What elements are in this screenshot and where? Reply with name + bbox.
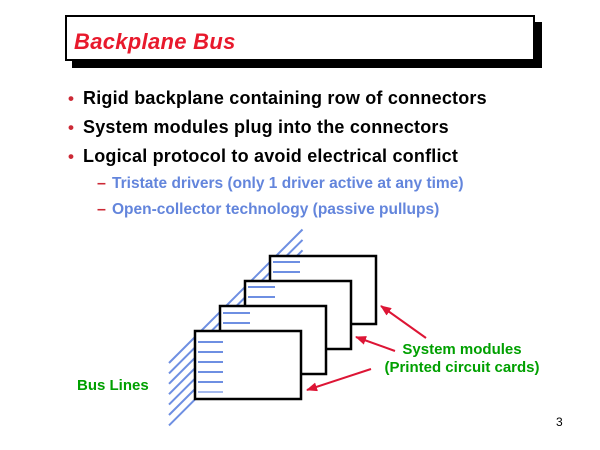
sub-bullet-list: – Tristate drivers (only 1 driver active… (97, 171, 463, 223)
sub-bullet-item: – Open-collector technology (passive pul… (97, 197, 463, 223)
dash-icon: – (97, 175, 106, 192)
bullet-icon: • (68, 88, 75, 108)
bullet-item: • Logical protocol to avoid electrical c… (68, 142, 487, 171)
slide-title: Backplane Bus (74, 29, 236, 54)
bus-lines-label: Bus Lines (77, 377, 149, 394)
dash-icon: – (97, 201, 106, 218)
sub-bullet-text: Tristate drivers (only 1 driver active a… (112, 175, 464, 192)
sub-bullet-item: – Tristate drivers (only 1 driver active… (97, 171, 463, 197)
bus-line (168, 228, 304, 364)
arrow-icon (306, 368, 372, 392)
arrow-icon (380, 305, 427, 339)
bullet-list: • Rigid backplane containing row of conn… (68, 84, 487, 171)
bullet-text: Rigid backplane containing row of connec… (83, 88, 487, 108)
bullet-text: System modules plug into the connectors (83, 117, 449, 137)
system-modules-label-line1: System modules (402, 341, 522, 358)
system-modules-label-line2: (Printed circuit cards) (384, 359, 540, 376)
arrow-icon (355, 336, 396, 352)
bullet-item: • System modules plug into the connector… (68, 113, 487, 142)
bullet-icon: • (68, 117, 75, 137)
module-arrows (306, 305, 427, 392)
bullet-icon: • (68, 146, 75, 166)
bullet-text: Logical protocol to avoid electrical con… (83, 146, 459, 166)
system-modules-label: System modules (Printed circuit cards) (373, 341, 551, 377)
sub-bullet-text: Open-collector technology (passive pullu… (112, 201, 440, 218)
title-box: Backplane Bus (65, 15, 535, 61)
page-number: 3 (556, 415, 563, 429)
circuit-card-front (193, 329, 303, 401)
bullet-item: • Rigid backplane containing row of conn… (68, 84, 487, 113)
